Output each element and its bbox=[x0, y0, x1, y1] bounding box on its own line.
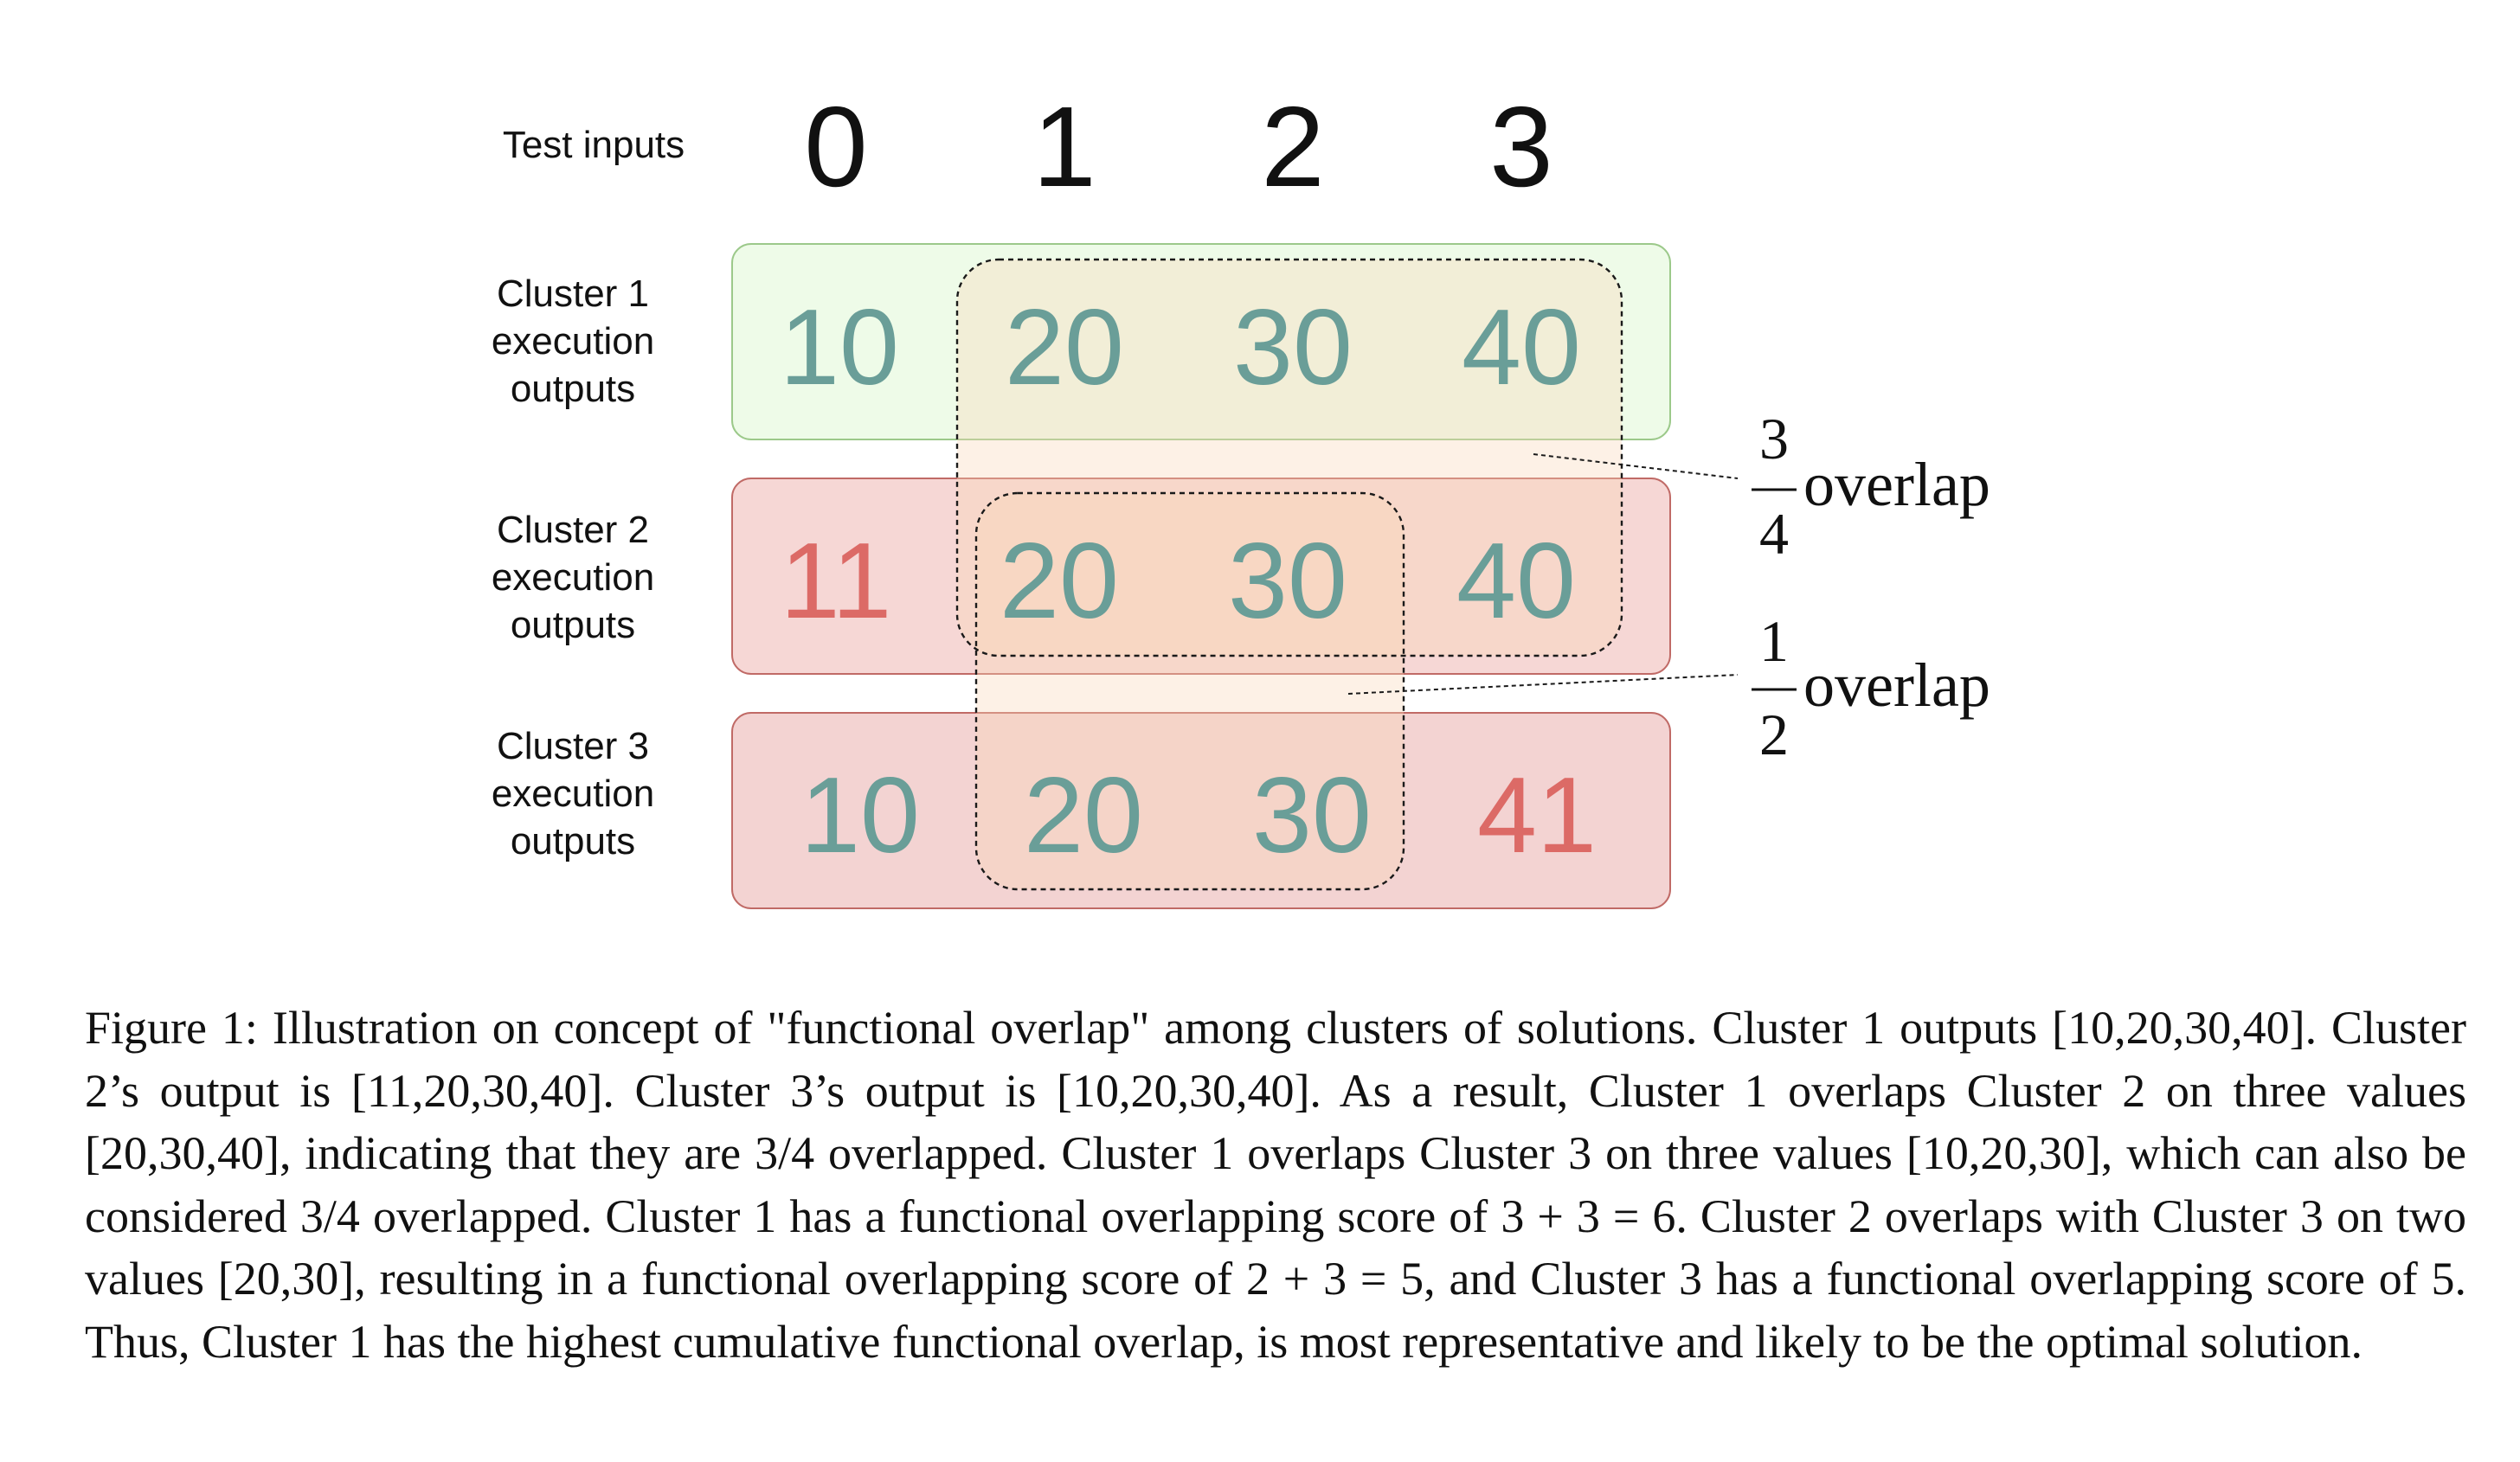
overlap-leader-line-1-2 bbox=[1347, 674, 1739, 695]
overlap-region-cluster-2-3 bbox=[976, 493, 1404, 889]
overlap-word: overlap bbox=[1803, 450, 1990, 519]
cluster-3-box bbox=[731, 712, 1671, 909]
cluster-2-label-line: execution bbox=[492, 556, 654, 599]
cluster-1-output: 20 bbox=[1005, 288, 1124, 407]
overlap-numerator: 1 bbox=[1759, 608, 1789, 674]
overlap-annotation-1-2: 1 2 overlap bbox=[1752, 608, 1990, 767]
figure-caption: Figure 1: Illustration on concept of "fu… bbox=[85, 1002, 2466, 1368]
cluster-2-output: 11 bbox=[781, 522, 892, 641]
overlap-leader-line-3-4 bbox=[1533, 453, 1739, 479]
cluster-2-box bbox=[731, 478, 1671, 675]
test-input-2: 2 bbox=[1261, 83, 1324, 210]
cluster-2-label-line: Cluster 2 bbox=[497, 509, 649, 551]
cluster-3-label-line: outputs bbox=[511, 820, 635, 862]
overlap-annotation-3-4: 3 4 overlap bbox=[1752, 406, 1990, 567]
cluster-2-output: 30 bbox=[1228, 522, 1347, 641]
cluster-1-output: 10 bbox=[780, 288, 899, 407]
cluster-1-output: 40 bbox=[1462, 288, 1581, 407]
cluster-3-output: 30 bbox=[1252, 756, 1372, 875]
cluster-3-label-line: execution bbox=[492, 773, 654, 815]
overlap-denominator: 2 bbox=[1759, 702, 1789, 767]
cluster-3-label: Cluster 3 execution outputs bbox=[492, 725, 654, 862]
cluster-1-label-line: Cluster 1 bbox=[497, 273, 649, 315]
cluster-3-output: 10 bbox=[800, 756, 920, 875]
overlap-denominator: 4 bbox=[1759, 501, 1789, 567]
test-input-3: 3 bbox=[1489, 83, 1552, 210]
cluster-2-label: Cluster 2 execution outputs bbox=[492, 509, 654, 646]
overlap-numerator: 3 bbox=[1759, 406, 1789, 471]
cluster-1-label-line: outputs bbox=[511, 368, 635, 410]
test-input-0: 0 bbox=[804, 83, 867, 210]
cluster-3-label-line: Cluster 3 bbox=[497, 725, 649, 767]
overlap-outline-cluster-1-2 bbox=[955, 258, 1623, 657]
cluster-1-output: 30 bbox=[1233, 288, 1353, 407]
cluster-3-output: 41 bbox=[1477, 756, 1597, 875]
cluster-3-output: 20 bbox=[1024, 756, 1143, 875]
cluster-1-label-line: execution bbox=[492, 320, 654, 362]
cluster-1-label: Cluster 1 execution outputs bbox=[492, 273, 654, 410]
overlap-region-cluster-1-2 bbox=[957, 260, 1622, 656]
cluster-2-output: 20 bbox=[1000, 522, 1119, 641]
test-input-1: 1 bbox=[1032, 83, 1096, 210]
cluster-2-output: 40 bbox=[1456, 522, 1576, 641]
cluster-1-box bbox=[731, 243, 1671, 440]
overlap-word: overlap bbox=[1803, 651, 1990, 720]
cluster-2-label-line: outputs bbox=[511, 604, 635, 646]
functional-overlap-diagram: Test inputs 0 1 2 3 Cluster 1 execution … bbox=[492, 83, 1990, 909]
test-inputs-label: Test inputs bbox=[503, 124, 685, 166]
